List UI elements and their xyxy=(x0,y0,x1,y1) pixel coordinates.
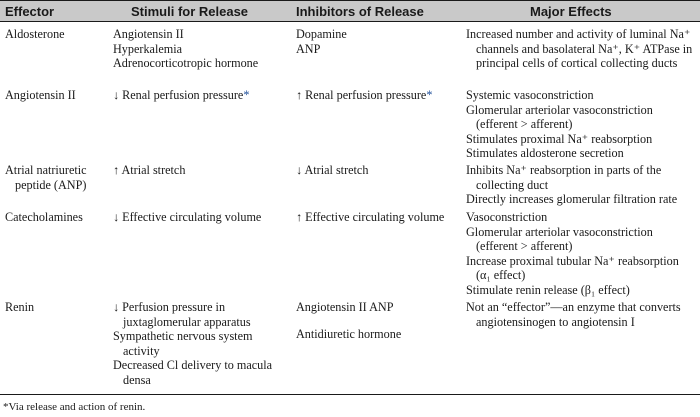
effect-item: Not an “effector”—an enzyme that convert… xyxy=(466,300,681,329)
effect-item: Inhibits Na⁺ reabsorption in parts of th… xyxy=(466,163,662,192)
table-header: Effector Stimuli for Release Inhibitors … xyxy=(0,0,700,22)
footnote-marker: * xyxy=(426,88,433,102)
effector-name: Aldosterone xyxy=(5,27,65,41)
effect-item: Systemic vasoconstriction xyxy=(466,88,594,102)
inhibitor-item: ↑ Renal perfusion pressure* xyxy=(296,88,433,102)
stimulus-item: Angiotensin II xyxy=(113,27,184,41)
row-angiotensin-inhibitors: ↑ Renal perfusion pressure* xyxy=(296,88,462,103)
header-stimuli: Stimuli for Release xyxy=(131,4,249,19)
effect-item: Vasoconstriction xyxy=(466,210,548,224)
row-renin-inhibitors: Angiotensin II ANP Antidiuretic hormone xyxy=(296,300,462,341)
effect-item: Directly increases glomerular filtration… xyxy=(466,192,678,207)
row-anp-effector: Atrial natriuretic peptide (ANP) xyxy=(5,163,110,192)
row-angiotensin-stimuli: ↓ Renal perfusion pressure* xyxy=(113,88,291,103)
effect-item: Glomerular arteriolar vasoconstriction (… xyxy=(466,224,653,254)
effect-item: Stimulate renin release (β₁ effect) xyxy=(466,282,630,297)
effect-item: Stimulates aldosterone secretion xyxy=(466,146,624,161)
row-renin-stimuli: ↓ Perfusion pressure in juxtaglomerular … xyxy=(113,300,291,388)
effector-name: Atrial natriuretic peptide (ANP) xyxy=(5,163,87,192)
row-aldosterone-stimuli: Angiotensin II Hyperkalemia Adrenocortic… xyxy=(113,27,291,71)
row-catecholamines-effects: Vasoconstriction Glomerular arteriolar v… xyxy=(466,210,696,298)
inhibitor-item: Dopamine xyxy=(296,27,347,41)
inhibitor-item: Antidiuretic hormone xyxy=(296,326,402,341)
row-aldosterone-effects: Increased number and activity of luminal… xyxy=(466,27,696,71)
header-inhibitors: Inhibitors of Release xyxy=(296,4,424,19)
row-anp-stimuli: ↑ Atrial stretch xyxy=(113,163,291,178)
effector-name: Catecholamines xyxy=(5,210,83,224)
effector-name: Renin xyxy=(5,300,35,314)
effect-item: Increase proximal tubular Na⁺ reabsorpti… xyxy=(466,253,679,283)
footnote-marker: * xyxy=(243,88,250,102)
row-angiotensin-effects: Systemic vasoconstriction Glomerular art… xyxy=(466,88,696,161)
row-aldosterone-effector: Aldosterone xyxy=(5,27,110,42)
stimulus-item: ↓ Renal perfusion pressure* xyxy=(113,88,250,102)
header-effector: Effector xyxy=(5,4,55,19)
stimulus-item: Sympathetic nervous system activity xyxy=(113,329,253,358)
footnote: *Via release and action of renin. xyxy=(3,401,146,413)
row-catecholamines-effector: Catecholamines xyxy=(5,210,110,225)
inhibitor-item: ↑ Effective circulating volume xyxy=(296,210,445,224)
effect-item: Glomerular arteriolar vasoconstriction (… xyxy=(466,102,653,132)
row-renin-effector: Renin xyxy=(5,300,110,315)
row-aldosterone-inhibitors: Dopamine ANP xyxy=(296,27,462,56)
stimulus-item: Adrenocorticotropic hormone xyxy=(113,56,259,71)
stimulus-item: Hyperkalemia xyxy=(113,41,183,56)
inhibitor-item: ANP xyxy=(296,41,321,56)
row-anp-inhibitors: ↓ Atrial stretch xyxy=(296,163,462,178)
effect-item: Increased number and activity of luminal… xyxy=(466,27,693,71)
inhibitor-item: Angiotensin II ANP xyxy=(296,300,394,314)
stimulus-item: ↓ Effective circulating volume xyxy=(113,210,262,224)
stimulus-item: Decreased Cl delivery to macula densa xyxy=(113,358,273,387)
inhibitor-item: ↓ Atrial stretch xyxy=(296,163,369,177)
row-angiotensin-effector: Angiotensin II xyxy=(5,88,110,103)
stimulus-item: ↑ Atrial stretch xyxy=(113,163,186,177)
table-bottom-rule xyxy=(0,394,700,395)
effector-name: Angiotensin II xyxy=(5,88,76,102)
header-effects: Major Effects xyxy=(530,4,612,19)
effect-item: Stimulates proximal Na⁺ reabsorption xyxy=(466,131,653,146)
row-anp-effects: Inhibits Na⁺ reabsorption in parts of th… xyxy=(466,163,696,207)
row-catecholamines-stimuli: ↓ Effective circulating volume xyxy=(113,210,291,225)
row-renin-effects: Not an “effector”—an enzyme that convert… xyxy=(466,300,696,329)
row-catecholamines-inhibitors: ↑ Effective circulating volume xyxy=(296,210,462,225)
stimulus-item: ↓ Perfusion pressure in juxtaglomerular … xyxy=(113,300,251,329)
